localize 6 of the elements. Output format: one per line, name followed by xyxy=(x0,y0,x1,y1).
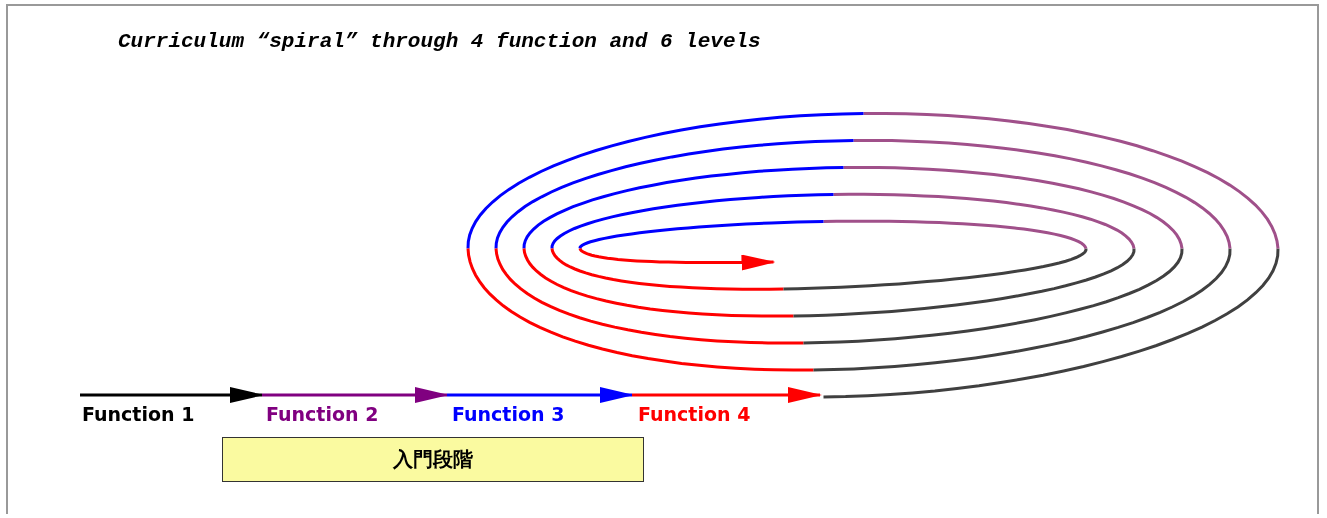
stage-box: 入門段階 xyxy=(222,437,644,482)
diagram-title: Curriculum “spiral” through 4 function and 6 levels xyxy=(118,30,761,53)
function-label: Function 1 xyxy=(82,403,195,425)
function-label: Function 2 xyxy=(266,403,379,425)
function-label: Function 4 xyxy=(638,403,751,425)
function-label: Function 3 xyxy=(452,403,565,425)
